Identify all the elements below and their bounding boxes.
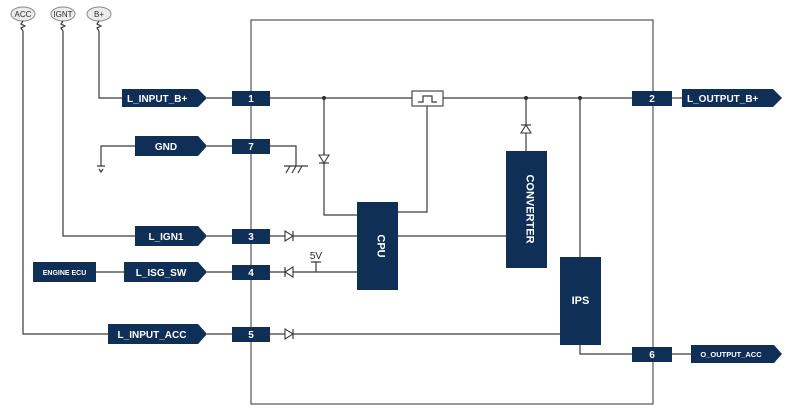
terminal-ignt-label: IGNT xyxy=(53,10,72,19)
connector-input-acc-label: L_INPUT_ACC xyxy=(118,330,187,341)
wire-bplus xyxy=(98,31,122,99)
connector-isg-sw: L_ISG_SW xyxy=(124,262,207,282)
pin-5: 5 xyxy=(232,327,270,342)
terminal-acc: ACC xyxy=(10,6,36,32)
connector-isg-sw-label: L_ISG_SW xyxy=(136,268,187,279)
terminal-bplus-label: B+ xyxy=(94,10,104,19)
connector-input-b: L_INPUT_B+ xyxy=(122,89,207,107)
ips-block: IPS xyxy=(560,257,601,345)
connector-gnd-label: GND xyxy=(155,142,177,153)
pin-7: 7 xyxy=(232,139,270,154)
terminal-acc-label: ACC xyxy=(15,10,32,19)
pin-4-label: 4 xyxy=(248,268,254,279)
module-outline xyxy=(250,19,654,405)
ips-label: IPS xyxy=(572,295,590,307)
pin-5-label: 5 xyxy=(248,330,254,341)
connector-input-b-label: L_INPUT_B+ xyxy=(127,94,187,105)
cpu-label: CPU xyxy=(375,234,387,257)
terminal-ignt: IGNT xyxy=(50,6,76,32)
pin-2-label: 2 xyxy=(649,94,655,105)
connector-gnd: GND xyxy=(135,136,207,156)
pin-6: 6 xyxy=(632,347,672,362)
converter-block: CONVERTER xyxy=(506,151,547,268)
terminal-bplus: B+ xyxy=(86,6,112,32)
cpu-block: CPU xyxy=(357,202,398,290)
pin-3: 3 xyxy=(232,229,270,244)
pin-7-label: 7 xyxy=(248,142,254,153)
wire-gnd-ext xyxy=(100,145,135,166)
pin-1: 1 xyxy=(232,91,270,106)
connector-output-b-label: L_OUTPUT_B+ xyxy=(687,94,759,105)
voltage-label: 5V xyxy=(310,251,323,262)
converter-label: CONVERTER xyxy=(524,174,536,243)
pin-1-label: 1 xyxy=(248,94,254,105)
pin-6-label: 6 xyxy=(649,350,655,361)
internal-ground xyxy=(270,145,308,174)
connector-output-acc: O_OUTPUT_ACC xyxy=(691,345,782,363)
connector-input-acc: L_INPUT_ACC xyxy=(108,324,207,344)
switch-element xyxy=(411,90,444,107)
wire-ignt xyxy=(62,31,135,237)
connector-output-acc-label: O_OUTPUT_ACC xyxy=(700,350,762,359)
pin-3-label: 3 xyxy=(248,232,254,243)
connector-ign1-label: L_IGN1 xyxy=(148,232,183,243)
pin-4: 4 xyxy=(232,265,270,280)
wire-acc xyxy=(22,31,108,335)
connector-output-b: L_OUTPUT_B+ xyxy=(682,89,782,107)
engine-ecu-block: ENGINE ECU xyxy=(33,262,96,282)
engine-ecu-label: ENGINE ECU xyxy=(43,270,87,277)
pin-2: 2 xyxy=(632,91,672,106)
connector-ign1: L_IGN1 xyxy=(135,226,207,246)
